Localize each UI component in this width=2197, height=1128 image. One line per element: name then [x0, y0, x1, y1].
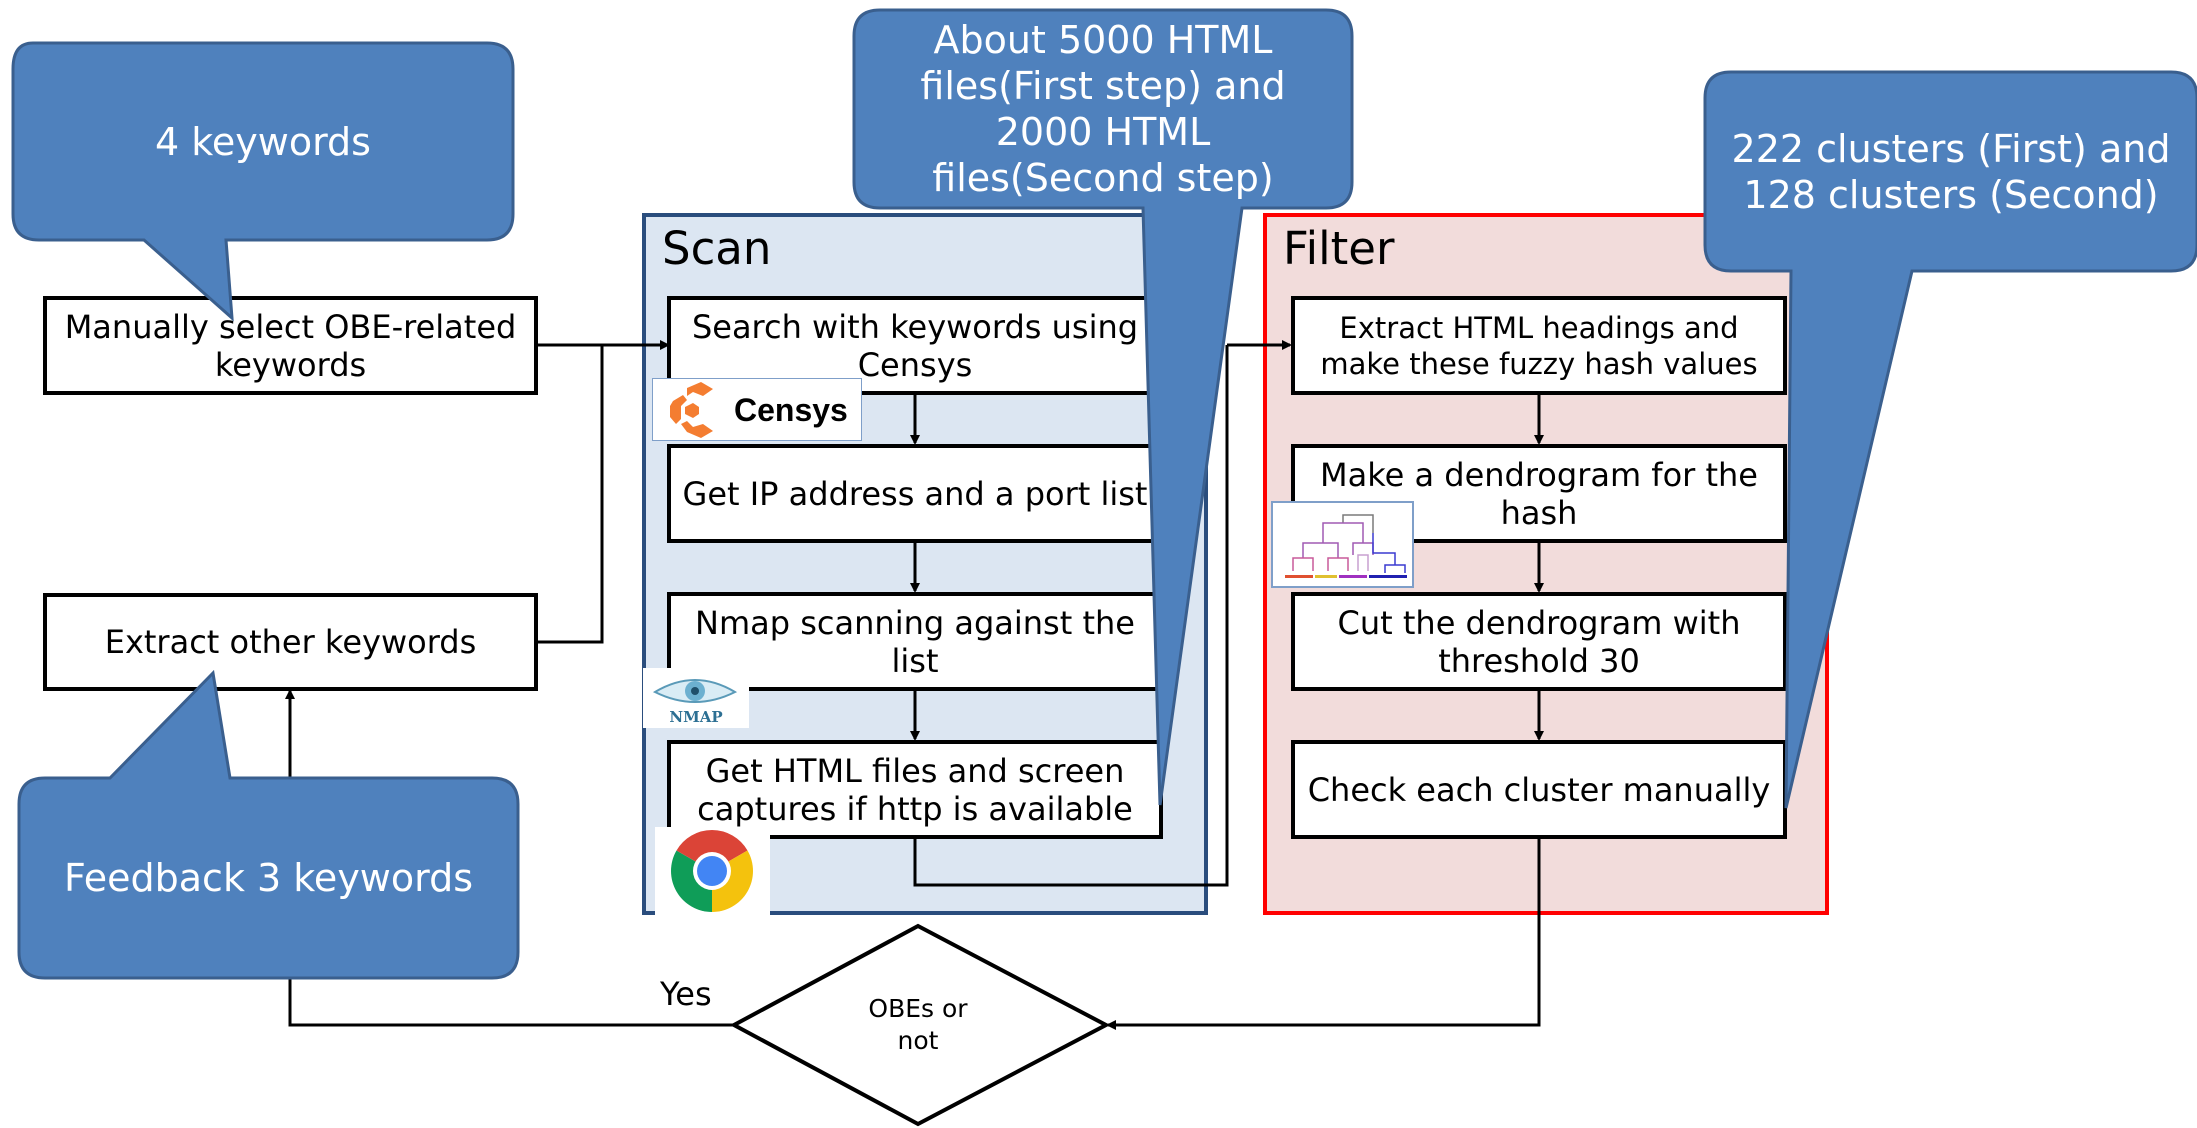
callout-clusters: [1703, 70, 2197, 809]
filter-step-check: Check each cluster manually: [1291, 740, 1787, 839]
scan-step-ip: Get IP address and a port list: [667, 444, 1163, 543]
dendrogram-thumbnail: [1271, 501, 1414, 588]
yes-label: Yes: [660, 975, 712, 1013]
callout-keywords-initial-text: 4 keywords: [155, 119, 371, 164]
nmap-eye-icon: [652, 679, 738, 703]
nmap-logo: NMAP: [643, 668, 749, 728]
censys-logo: Censys: [652, 378, 862, 441]
censys-mark-icon: [670, 382, 713, 438]
chrome-logo: [655, 827, 770, 915]
scan-title: Scan: [662, 222, 772, 275]
line-scan-to-filter: [913, 345, 1229, 887]
callout-html-files: [852, 8, 1354, 806]
dendrogram-icon: [1285, 514, 1407, 578]
callout-feedback-text: Feedback 3 keywords: [63, 856, 474, 900]
callout-keywords-initial: [11, 41, 515, 322]
callout-html-files-text: About 5000 HTML files(First step) and 20…: [920, 18, 1286, 200]
filter-title: Filter: [1283, 222, 1395, 275]
nmap-wordmark: NMAP: [669, 708, 723, 726]
manual-select-box: Manually select OBE-related keywords: [43, 296, 538, 395]
decision-text: OBEs or not: [868, 994, 968, 1055]
callout-feedback: [17, 669, 520, 980]
censys-wordmark: Censys: [734, 392, 848, 428]
arrow-filter-to-decision: [1106, 839, 1541, 1030]
line-extract-to-search: [537, 345, 604, 644]
filter-step-cut: Cut the dendrogram with threshold 30: [1291, 592, 1787, 691]
extract-keywords-box: Extract other keywords: [43, 593, 538, 691]
scan-step-html: Get HTML files and screen captures if ht…: [667, 740, 1163, 839]
chrome-icon: [671, 830, 753, 912]
scan-step-nmap: Nmap scanning against the list: [667, 592, 1163, 691]
filter-step-extract: Extract HTML headings and make these fuz…: [1291, 296, 1787, 395]
callout-clusters-text: 222 clusters (First) and 128 clusters (S…: [1731, 126, 2171, 217]
decision-diamond: [729, 923, 1111, 1127]
